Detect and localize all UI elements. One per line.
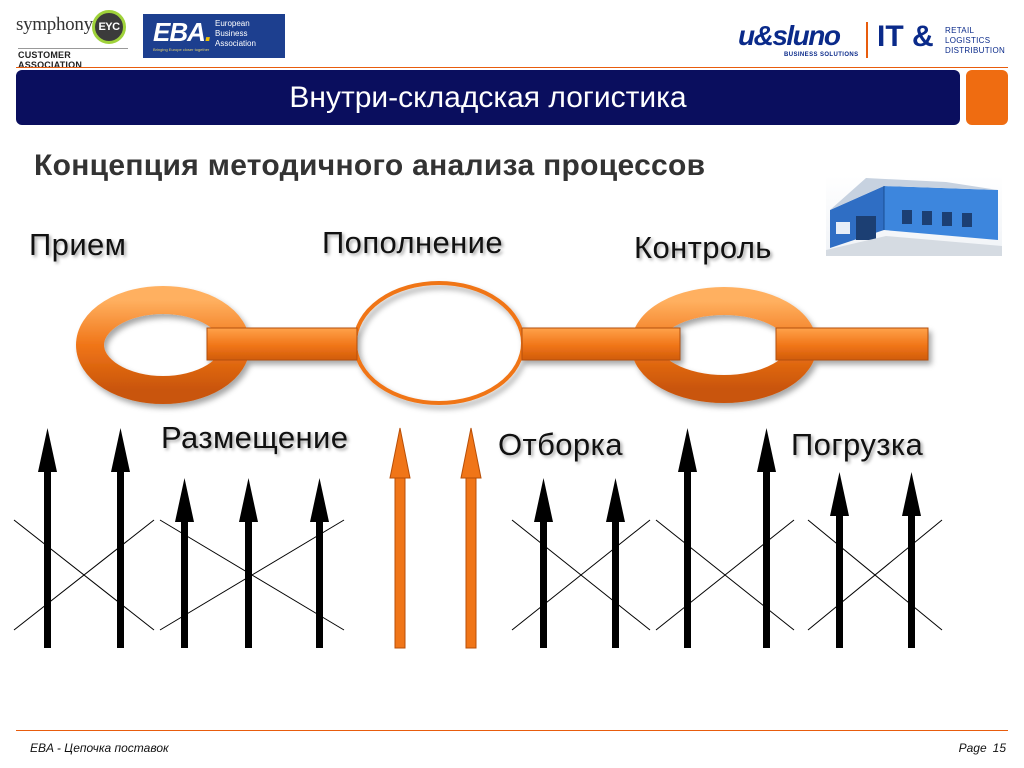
chain-link-empty	[353, 281, 525, 405]
stage-label-otborka: Отборка	[498, 427, 623, 462]
black-arrow	[44, 470, 51, 648]
dock-door	[942, 212, 952, 226]
black-arrow-head	[830, 472, 849, 516]
black-arrow	[836, 514, 843, 648]
usluno-subtitle: BUSINESS SOLUTIONS	[784, 52, 859, 58]
symphony-eyc-logo: symphony EYC CUSTOMER ASSOCIATION	[16, 10, 128, 70]
black-arrow-head	[757, 428, 776, 472]
orange-arrow	[465, 475, 477, 649]
chain-bar	[775, 327, 929, 361]
black-arrow-head	[38, 428, 57, 472]
footer-text: EBA - Цепочка поставок	[30, 741, 169, 755]
building-entrance	[856, 216, 876, 240]
page-label: Page	[958, 741, 987, 755]
black-arrow	[763, 470, 770, 648]
dock-door	[922, 211, 932, 225]
chain-bar	[206, 327, 358, 361]
arrow-group-priem	[13, 428, 155, 648]
slide-subtitle: Концепция методичного анализа процессов	[34, 149, 706, 182]
symphony-subtitle: CUSTOMER ASSOCIATION	[18, 48, 128, 70]
it-mark: IT &	[877, 20, 934, 53]
dock-door	[962, 213, 972, 227]
eba-mark: EBA.	[153, 17, 212, 47]
page-number-value: 15	[992, 741, 1006, 755]
cross-line	[655, 519, 795, 631]
it-subtitle-line: RETAIL	[945, 26, 975, 35]
black-arrow-head	[534, 478, 553, 522]
footer-rule	[16, 730, 1008, 731]
it-subtitle-line: LOGISTICS	[945, 36, 991, 45]
cross-line	[511, 519, 651, 631]
dock-door	[902, 210, 912, 224]
black-arrow-head	[902, 472, 921, 516]
black-arrow	[540, 520, 547, 648]
black-arrow	[684, 470, 691, 648]
usluno-wordmark: u&sluno	[738, 20, 841, 51]
building-roof	[830, 178, 998, 210]
chain	[76, 281, 929, 405]
eba-name-line: Association	[215, 39, 256, 48]
slide-title: Внутри-складская логистика	[289, 81, 687, 114]
symphony-wordmark: symphony	[16, 14, 93, 35]
black-arrow-head	[310, 478, 329, 522]
eyc-mark: EYC	[92, 10, 126, 44]
eba-logo: EBA. European Business Association Bring…	[143, 14, 285, 58]
arrow-group-popolnenie	[389, 427, 482, 649]
arrow-group-kontrol	[655, 428, 795, 648]
page-number: Page 15	[959, 741, 1006, 755]
chain-bar	[521, 327, 681, 361]
black-arrow-head	[239, 478, 258, 522]
arrow-group-otborka	[511, 478, 651, 648]
black-arrow	[245, 520, 252, 648]
orange-arrow-head	[460, 427, 482, 479]
stage-label-razmeschenie: Размещение	[161, 420, 349, 455]
black-arrow	[316, 520, 323, 648]
it-subtitle: RETAIL LOGISTICS DISTRIBUTION	[945, 26, 1005, 56]
cross-line	[807, 519, 943, 631]
eba-name-line: Business	[215, 29, 248, 38]
stage-label-popolnenie: Пополнение	[322, 225, 503, 260]
cross-line	[13, 519, 155, 631]
arrow-group-pogruzka	[807, 472, 943, 648]
it-subtitle-line: DISTRIBUTION	[945, 46, 1006, 55]
usluno-it-logo: u&sluno BUSINESS SOLUTIONS IT & RETAIL L…	[738, 20, 1010, 62]
black-arrow-head	[111, 428, 130, 472]
black-arrow	[181, 520, 188, 648]
stage-label-kontrol: Контроль	[634, 230, 772, 265]
orange-arrow	[394, 475, 406, 649]
eba-name: European Business Association	[215, 19, 256, 49]
black-arrow-head	[678, 428, 697, 472]
stage-label-priem: Прием	[29, 227, 127, 262]
title-bar: Внутри-складская логистика	[16, 70, 960, 125]
black-arrow	[117, 470, 124, 648]
orange-arrow-head	[389, 427, 411, 479]
black-arrow	[612, 520, 619, 648]
warehouse-building-image	[826, 176, 1002, 256]
building-sign	[836, 222, 850, 234]
eba-name-line: European	[215, 19, 250, 28]
logo-divider	[866, 22, 868, 58]
stage-label-pogruzka: Погрузка	[791, 427, 924, 462]
arrow-group-razmeschenie	[159, 478, 345, 648]
black-arrow-head	[606, 478, 625, 522]
header-rule	[16, 67, 1008, 68]
black-arrow	[908, 514, 915, 648]
title-accent-block	[966, 70, 1008, 125]
eba-tagline: Bringing Europe closer together	[153, 47, 210, 52]
black-arrow-head	[175, 478, 194, 522]
